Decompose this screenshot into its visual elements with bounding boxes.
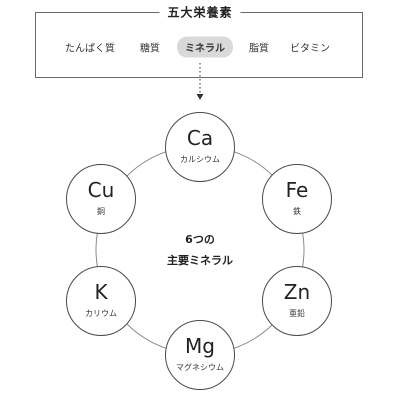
mineral-name-iron: 鉄 xyxy=(293,207,301,216)
nutrient-mineral-highlighted: ミネラル xyxy=(177,36,233,58)
mineral-symbol-zn: Zn xyxy=(283,280,311,304)
mineral-name-zinc: 亜鉛 xyxy=(289,309,305,318)
nutrient-protein: たんぱく質 xyxy=(65,43,115,55)
mineral-circle-copper: Cu 銅 xyxy=(66,164,136,234)
mineral-symbol-k: K xyxy=(94,280,108,304)
nutrient-carbohydrate: 糖質 xyxy=(140,43,160,55)
nutrient-vitamin: ビタミン xyxy=(290,43,330,55)
center-label-line1: 6つの xyxy=(185,233,215,246)
mineral-symbol-mg: Mg xyxy=(185,334,215,358)
mineral-name-copper: 銅 xyxy=(97,207,105,216)
mineral-name-potassium: カリウム xyxy=(85,309,117,318)
mineral-circle-magnesium: Mg マグネシウム xyxy=(165,320,235,390)
mineral-symbol-fe: Fe xyxy=(285,178,309,202)
nutrient-fat: 脂質 xyxy=(249,43,269,55)
mineral-circle-zinc: Zn 亜鉛 xyxy=(262,266,332,336)
mineral-name-calcium: カルシウム xyxy=(180,155,220,164)
mineral-symbol-cu: Cu xyxy=(87,178,115,202)
center-label: 6つの 主要ミネラル xyxy=(167,229,233,271)
nutrients-title: 五大栄養素 xyxy=(159,3,241,21)
mineral-circle-potassium: K カリウム xyxy=(66,266,136,336)
center-label-line2: 主要ミネラル xyxy=(167,254,233,267)
arrow-head-icon xyxy=(196,94,204,100)
mineral-circle-calcium: Ca カルシウム xyxy=(165,112,235,182)
mineral-symbol-ca: Ca xyxy=(186,126,214,150)
mineral-name-magnesium: マグネシウム xyxy=(176,363,224,372)
mineral-circle-iron: Fe 鉄 xyxy=(262,164,332,234)
